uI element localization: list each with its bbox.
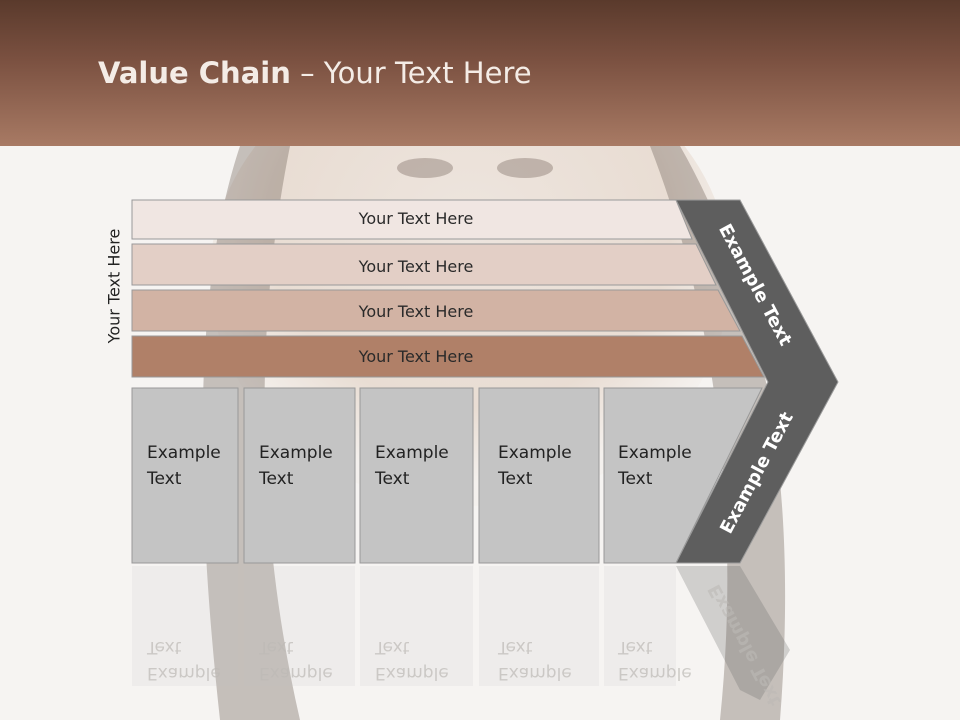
column-text-4-line2: Text [498, 469, 533, 489]
column-reflection-5 [604, 566, 676, 686]
column-reflection-1 [132, 566, 238, 686]
column-text-3-line2: Text [375, 469, 410, 489]
row-band-4 [131, 335, 765, 378]
column-reflection-text-1: Example Text [147, 634, 221, 686]
row-label-3: Your Text Here [358, 302, 474, 321]
row-label-2: Your Text Here [358, 257, 474, 276]
row-label-4: Your Text Here [358, 347, 474, 366]
row-label-1: Your Text Here [358, 209, 474, 228]
chevron-shape [675, 199, 839, 564]
column-box-5 [603, 387, 763, 564]
chevron-reflection [676, 566, 790, 700]
column-text-2-line2: Text [259, 469, 294, 489]
title-rest: – Your Text Here [290, 56, 532, 90]
column-reflection-text-2-line1: Example [259, 663, 333, 683]
column-reflection-text-4-line2: Text [498, 637, 533, 657]
column-reflection-text-5-line1: Example [618, 663, 692, 683]
row-band-1 [131, 199, 693, 240]
column-box-1 [131, 387, 239, 564]
title-banner [0, 0, 960, 146]
column-text-4-line1: Example [498, 443, 572, 463]
eye-right-icon [497, 158, 553, 178]
column-reflection-text-4: Example Text [498, 634, 572, 686]
column-reflection-4 [479, 566, 599, 686]
eye-left-icon [397, 158, 453, 178]
column-reflection-text-3-line2: Text [375, 637, 410, 657]
column-text-5-line2: Text [618, 469, 653, 489]
column-box-2 [243, 387, 356, 564]
column-text-1-line2: Text [147, 469, 182, 489]
column-reflection-text-5: Example Text [618, 634, 692, 686]
column-reflection-3 [360, 566, 473, 686]
column-text-1-line1: Example [147, 443, 221, 463]
column-reflection-2 [244, 566, 355, 686]
column-reflection-text-2-line2: Text [259, 637, 294, 657]
row-band-2 [131, 243, 717, 286]
column-reflection-text-4-line1: Example [498, 663, 572, 683]
slide-title: Value Chain – Your Text Here [98, 56, 532, 90]
column-box-3 [359, 387, 474, 564]
title-bold: Value Chain [98, 56, 291, 90]
column-reflection-text-3: Example Text [375, 634, 449, 686]
column-reflection-text-1-line2: Text [147, 637, 182, 657]
column-reflection-text-2: Example Text [259, 634, 333, 686]
column-text-3-line1: Example [375, 443, 449, 463]
column-reflection-text-1-line1: Example [147, 663, 221, 683]
row-band-3 [131, 289, 741, 332]
column-text-2-line1: Example [259, 443, 333, 463]
column-box-4 [478, 387, 600, 564]
column-text-5-line1: Example [618, 443, 692, 463]
column-reflection-text-3-line1: Example [375, 663, 449, 683]
side-label: Your Text Here [104, 228, 124, 344]
column-reflection-text-5-line2: Text [618, 637, 653, 657]
